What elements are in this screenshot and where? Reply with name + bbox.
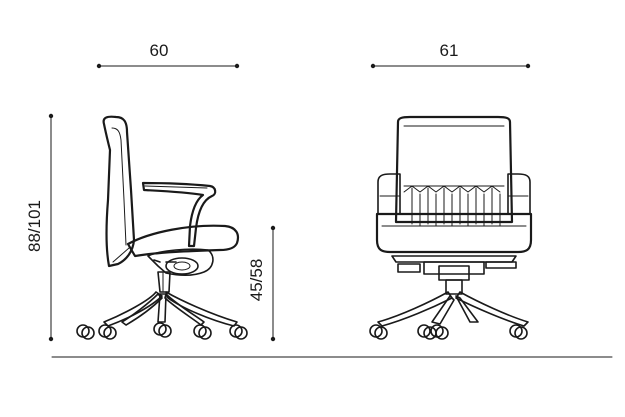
depth-dimension: 60	[96, 41, 240, 69]
chair-front-view	[369, 115, 533, 340]
side-casters	[76, 322, 248, 340]
backrest-pleats	[403, 185, 505, 227]
width-dimension: 61	[370, 41, 531, 69]
height-dimension: 88/101	[25, 113, 54, 342]
seat-height-label: 45/58	[247, 259, 266, 302]
height-label: 88/101	[25, 200, 44, 252]
chair-side-view	[76, 115, 248, 340]
front-casters	[369, 324, 528, 340]
seat-height-dimension: 45/58	[247, 225, 276, 342]
width-label: 61	[440, 41, 459, 60]
depth-label: 60	[150, 41, 169, 60]
